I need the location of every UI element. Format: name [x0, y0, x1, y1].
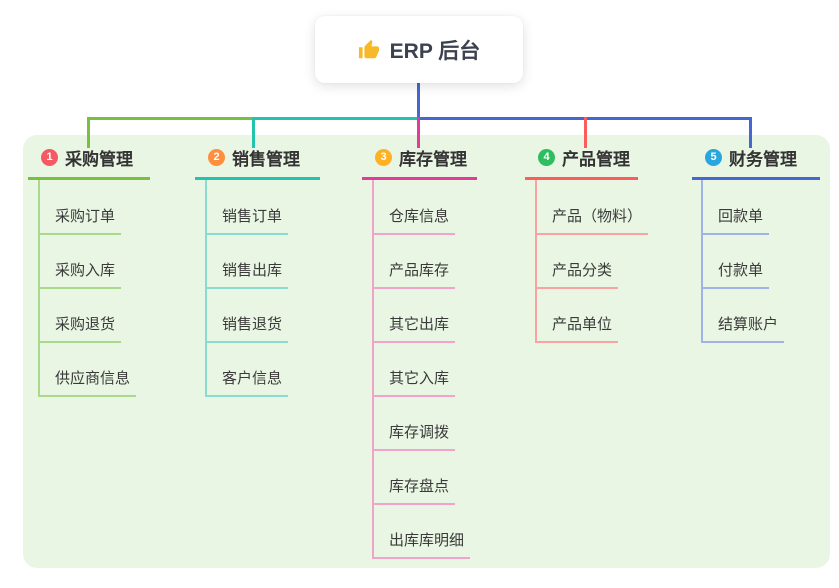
topic-node-label: 客户信息 — [205, 367, 289, 397]
topic-node-label: 产品单位 — [535, 313, 619, 343]
topic-node[interactable]: 销售退货 — [205, 313, 289, 343]
topic-node-label: 其它出库 — [372, 313, 456, 343]
topic-node-label: 出库库明细 — [372, 529, 471, 559]
connector-drop-branch-1 — [87, 117, 90, 148]
branch-title-label: 销售管理 — [232, 149, 300, 169]
branch-spine-4 — [535, 178, 537, 342]
root-node-label: ERP 后台 — [389, 39, 481, 63]
topic-node[interactable]: 库存调拨 — [372, 421, 456, 451]
topic-node-label: 产品（物料） — [535, 205, 649, 235]
topic-node[interactable]: 产品（物料） — [535, 205, 649, 235]
connector-root-stem — [417, 83, 420, 120]
topic-node[interactable]: 销售订单 — [205, 205, 289, 235]
topic-node-label: 其它入库 — [372, 367, 456, 397]
branch-title-label: 财务管理 — [729, 149, 797, 169]
thumbs-up-icon — [358, 39, 380, 61]
topic-node-label: 采购入库 — [38, 259, 122, 289]
topic-node[interactable]: 仓库信息 — [372, 205, 456, 235]
topic-node-label: 库存调拨 — [372, 421, 456, 451]
branch-title-1[interactable]: 1 采购管理 — [28, 146, 150, 180]
connector-drop-branch-4 — [584, 117, 587, 148]
topic-node[interactable]: 销售出库 — [205, 259, 289, 289]
mindmap-background-panel — [23, 135, 830, 568]
topic-node[interactable]: 客户信息 — [205, 367, 289, 397]
topic-node[interactable]: 出库库明细 — [372, 529, 471, 559]
topic-node[interactable]: 产品分类 — [535, 259, 619, 289]
branch-spine-3 — [372, 178, 374, 558]
topic-node-label: 采购退货 — [38, 313, 122, 343]
topic-node[interactable]: 其它入库 — [372, 367, 456, 397]
topic-node-label: 产品分类 — [535, 259, 619, 289]
branch-title-label: 产品管理 — [562, 149, 630, 169]
branch-title-3[interactable]: 3 库存管理 — [362, 146, 477, 180]
branch-badge-1: 1 — [41, 148, 58, 166]
topic-node-label: 供应商信息 — [38, 367, 137, 397]
root-node[interactable]: ERP 后台 — [315, 16, 523, 83]
connector-drop-branch-5 — [749, 117, 752, 148]
topic-node-label: 结算账户 — [701, 313, 785, 343]
topic-node[interactable]: 回款单 — [701, 205, 770, 235]
topic-node-label: 销售出库 — [205, 259, 289, 289]
connector-trunk-left-green — [87, 117, 255, 120]
topic-node-label: 仓库信息 — [372, 205, 456, 235]
connector-trunk-left-teal — [252, 117, 420, 120]
topic-node-label: 回款单 — [701, 205, 770, 235]
branch-title-label: 采购管理 — [65, 149, 133, 169]
topic-node-label: 采购订单 — [38, 205, 122, 235]
branch-badge-4: 4 — [538, 148, 555, 166]
branch-title-5[interactable]: 5 财务管理 — [692, 146, 820, 180]
topic-node-label: 库存盘点 — [372, 475, 456, 505]
branch-title-2[interactable]: 2 销售管理 — [195, 146, 320, 180]
branch-title-4[interactable]: 4 产品管理 — [525, 146, 638, 180]
branch-badge-2: 2 — [208, 148, 225, 166]
topic-node[interactable]: 其它出库 — [372, 313, 456, 343]
connector-drop-branch-2 — [252, 117, 255, 148]
topic-node-label: 产品库存 — [372, 259, 456, 289]
topic-node-label: 销售退货 — [205, 313, 289, 343]
topic-node-label: 销售订单 — [205, 205, 289, 235]
topic-node[interactable]: 采购订单 — [38, 205, 122, 235]
branch-spine-5 — [701, 178, 703, 342]
topic-node[interactable]: 付款单 — [701, 259, 770, 289]
branch-title-label: 库存管理 — [399, 149, 467, 169]
topic-node-label: 付款单 — [701, 259, 770, 289]
topic-node[interactable]: 采购退货 — [38, 313, 122, 343]
connector-drop-branch-3 — [417, 117, 420, 148]
branch-badge-3: 3 — [375, 148, 392, 166]
topic-node[interactable]: 产品单位 — [535, 313, 619, 343]
topic-node[interactable]: 库存盘点 — [372, 475, 456, 505]
topic-node[interactable]: 采购入库 — [38, 259, 122, 289]
topic-node[interactable]: 产品库存 — [372, 259, 456, 289]
branch-badge-5: 5 — [705, 148, 722, 166]
topic-node[interactable]: 结算账户 — [701, 313, 785, 343]
topic-node[interactable]: 供应商信息 — [38, 367, 137, 397]
